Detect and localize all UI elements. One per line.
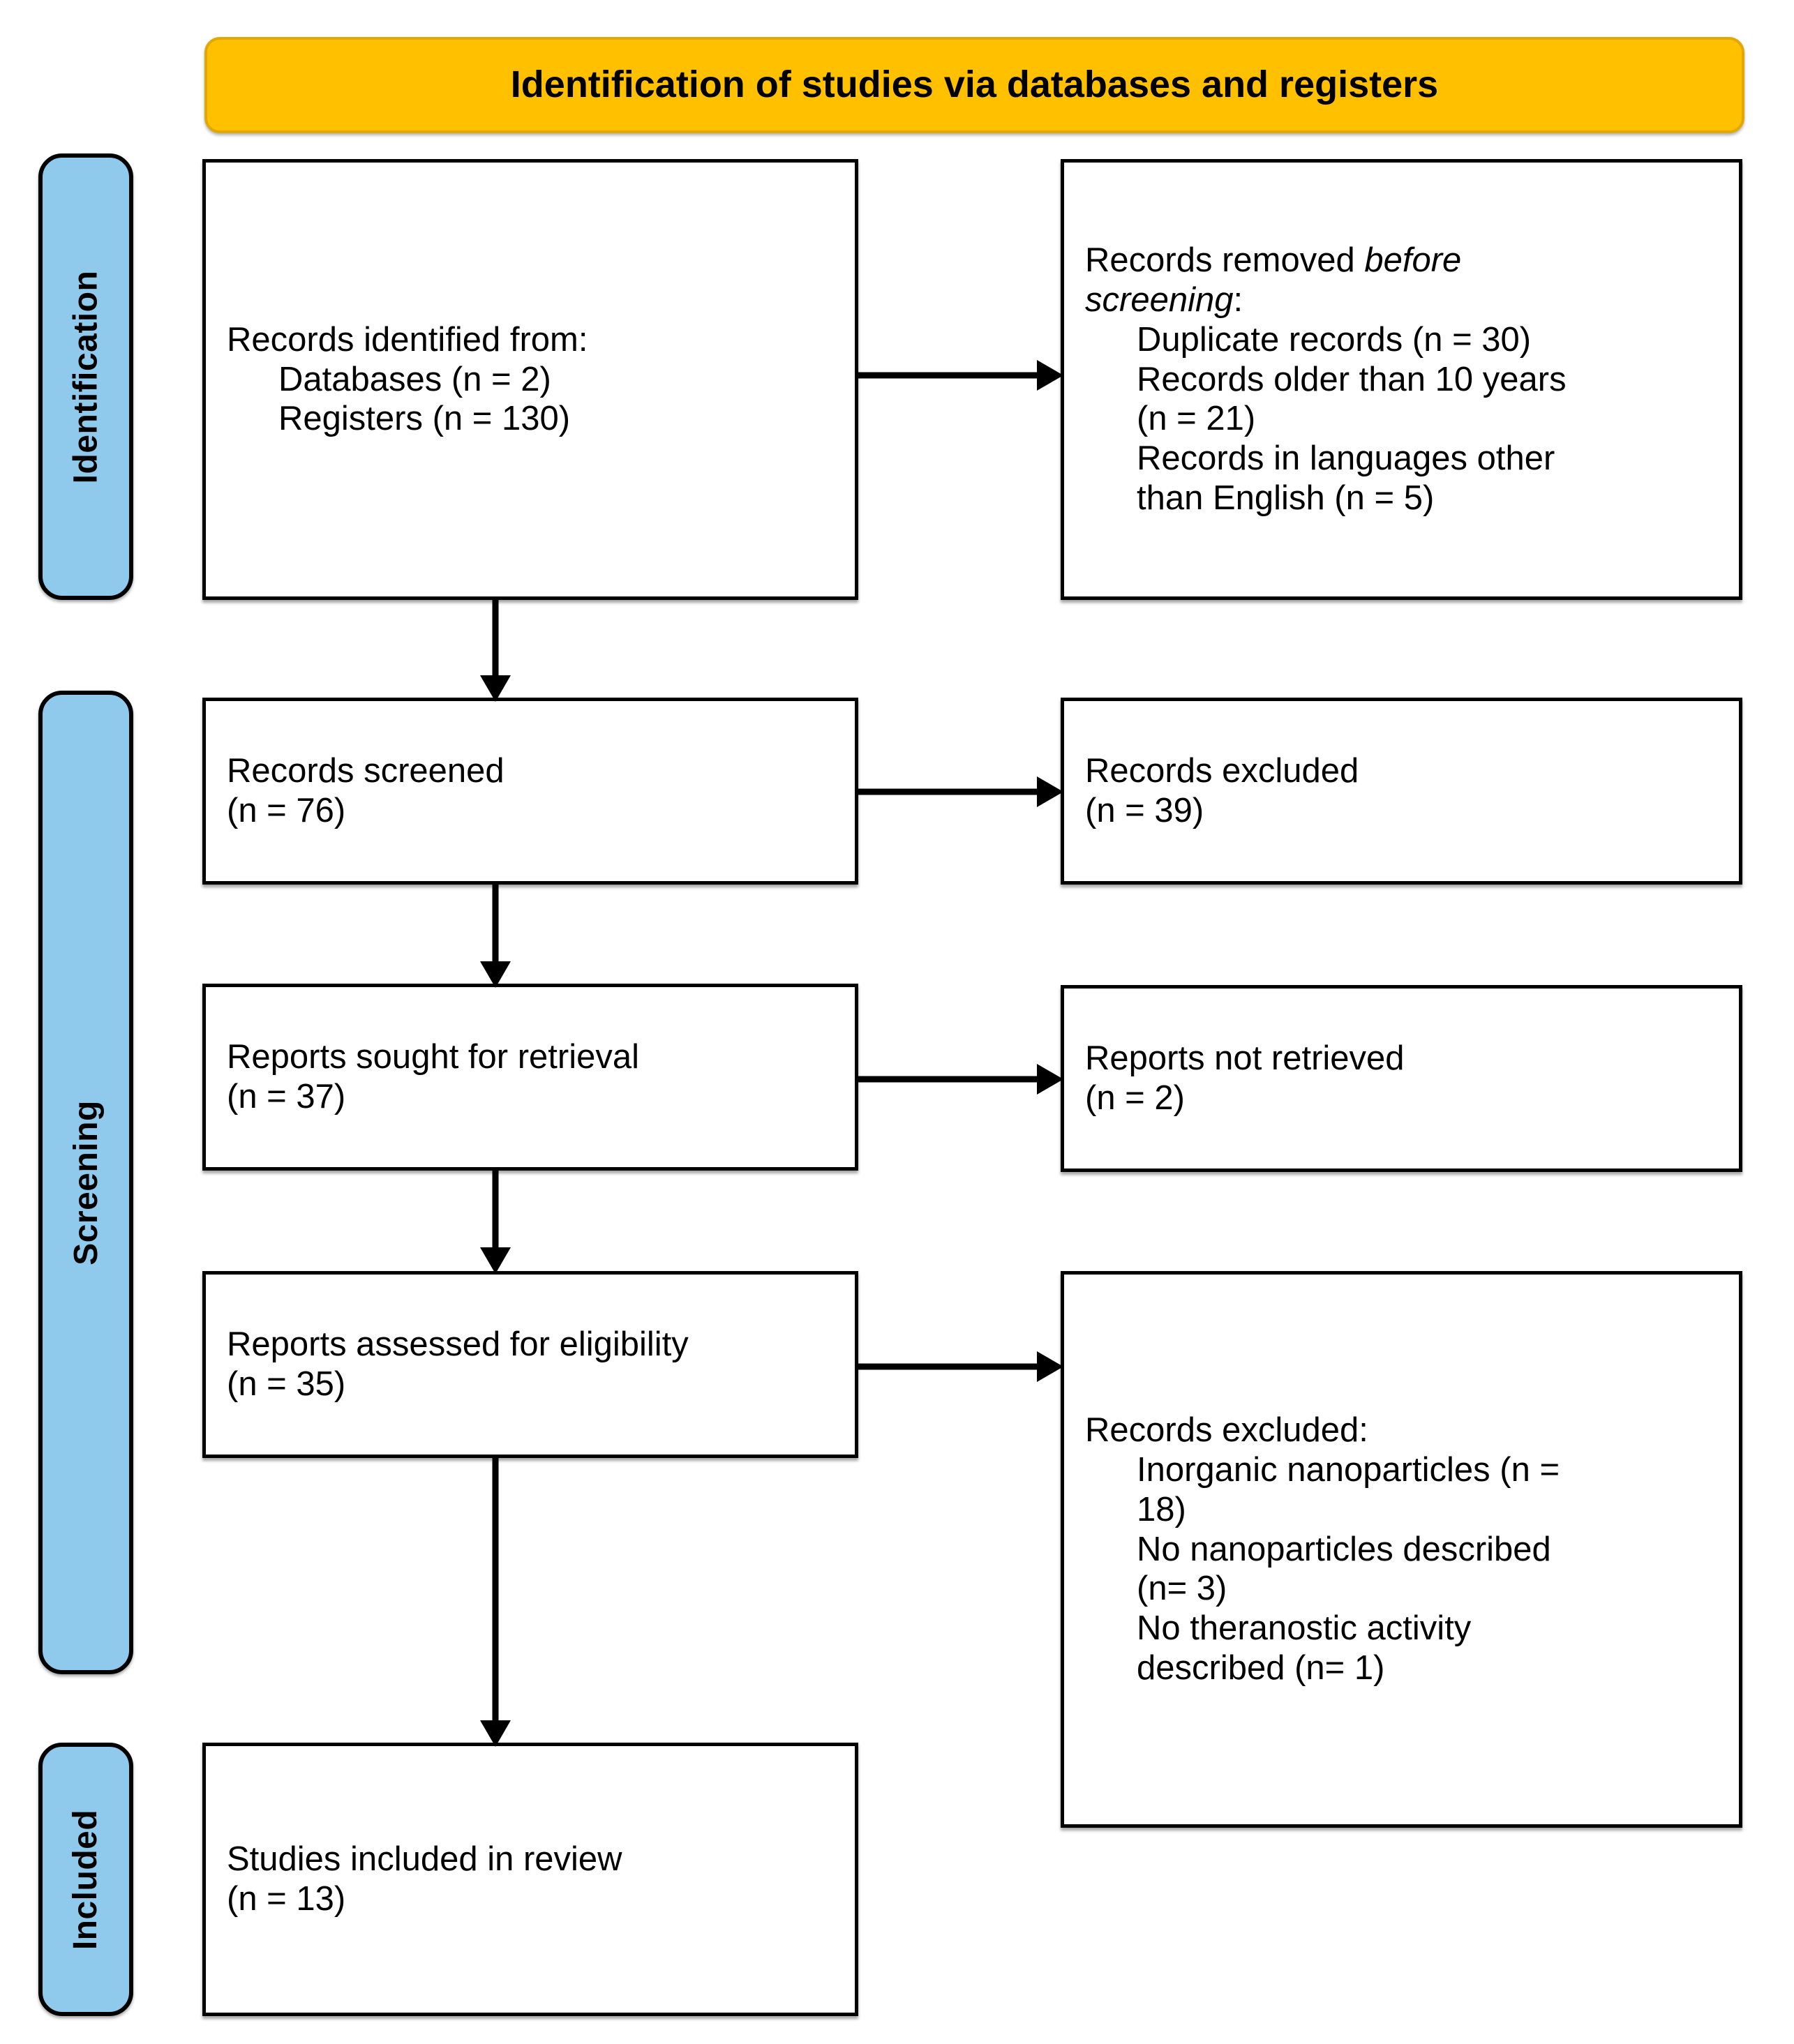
stage-bar-screening: Screening xyxy=(38,691,133,1674)
box-reports-not-retrieved: Reports not retrieved (n = 2) xyxy=(1061,985,1742,1172)
records-removed-heading-line1: Records removed before xyxy=(1085,241,1718,280)
box-records-screened: Records screened (n = 76) xyxy=(202,698,858,885)
arrow-assessed-to-excluded xyxy=(857,1347,1063,1386)
reports-assessed-count: (n = 35) xyxy=(227,1365,346,1403)
banner-title: Identification of studies via databases … xyxy=(510,63,1439,106)
studies-included-label: Studies included in review xyxy=(227,1840,622,1879)
records-excluded-eligibility-heading: Records excluded: xyxy=(1085,1411,1368,1450)
arrow-screened-to-excluded xyxy=(857,772,1063,811)
arrow-assessed-to-included xyxy=(474,1455,516,1747)
arrow-identified-to-screened xyxy=(474,597,516,702)
excluded-no-theranostic: No theranostic activity xyxy=(1137,1609,1472,1648)
records-removed-heading-line2: screening: xyxy=(1085,280,1718,320)
records-screened-count: (n = 76) xyxy=(227,792,346,829)
box-records-excluded-eligibility: Records excluded: Inorganic nanoparticle… xyxy=(1061,1271,1742,1828)
records-removed-heading-em2: screening xyxy=(1085,280,1234,319)
box-studies-included-in-review: Studies included in review (n = 13) xyxy=(202,1743,858,2016)
excluded-inorganic-nanoparticles: Inorganic nanoparticles (n = xyxy=(1137,1450,1560,1489)
records-removed-older-10-years: Records older than 10 years xyxy=(1137,360,1567,398)
box-reports-sought-for-retrieval: Reports sought for retrieval (n = 37) xyxy=(202,984,858,1171)
records-identified-databases: Databases (n = 2) xyxy=(278,360,551,398)
reports-sought-label: Reports sought for retrieval xyxy=(227,1038,639,1076)
reports-not-retrieved-label: Reports not retrieved xyxy=(1085,1039,1405,1078)
records-excluded-screening-label: Records excluded xyxy=(1085,752,1359,790)
excluded-no-nanoparticles: No nanoparticles described xyxy=(1137,1530,1551,1568)
box-records-identified: Records identified from: Databases (n = … xyxy=(202,159,858,600)
stage-label-identification: Identification xyxy=(67,270,105,483)
excluded-no-theranostic-count: described (n= 1) xyxy=(1137,1649,1385,1688)
arrow-identified-to-removed xyxy=(857,356,1063,395)
stage-bar-identification: Identification xyxy=(38,153,133,600)
records-removed-other-languages: Records in languages other xyxy=(1137,439,1555,478)
records-screened-label: Records screened xyxy=(227,752,504,790)
records-removed-heading-em1: before xyxy=(1364,241,1462,280)
box-records-removed-before-screening: Records removed before screening: Duplic… xyxy=(1061,159,1742,600)
arrow-sought-to-not-retrieved xyxy=(857,1060,1063,1099)
excluded-no-nanoparticles-count: (n= 3) xyxy=(1137,1570,1227,1608)
box-reports-assessed-for-eligibility: Reports assessed for eligibility (n = 35… xyxy=(202,1271,858,1458)
reports-not-retrieved-count: (n = 2) xyxy=(1085,1079,1185,1117)
records-removed-heading-pre: Records removed xyxy=(1085,241,1365,280)
arrow-screened-to-sought xyxy=(474,882,516,988)
records-identified-heading: Records identified from: xyxy=(227,320,588,359)
records-removed-duplicates: Duplicate records (n = 30) xyxy=(1137,320,1532,359)
stage-label-included: Included xyxy=(67,1809,105,1950)
arrow-sought-to-assessed xyxy=(474,1168,516,1274)
records-identified-registers: Registers (n = 130) xyxy=(278,400,571,438)
reports-sought-count: (n = 37) xyxy=(227,1078,346,1115)
records-removed-older-10-years-count: (n = 21) xyxy=(1137,400,1256,438)
studies-included-count: (n = 13) xyxy=(227,1880,346,1918)
records-removed-heading-post: : xyxy=(1233,280,1243,319)
stage-bar-included: Included xyxy=(38,1743,133,2016)
records-removed-other-languages-count: than English (n = 5) xyxy=(1137,479,1435,518)
excluded-inorganic-nanoparticles-count: 18) xyxy=(1137,1490,1186,1528)
reports-assessed-label: Reports assessed for eligibility xyxy=(227,1325,689,1364)
records-excluded-screening-count: (n = 39) xyxy=(1085,792,1204,829)
diagram-banner: Identification of studies via databases … xyxy=(204,37,1744,133)
stage-label-screening: Screening xyxy=(67,1099,105,1265)
box-records-excluded-screening: Records excluded (n = 39) xyxy=(1061,698,1742,885)
